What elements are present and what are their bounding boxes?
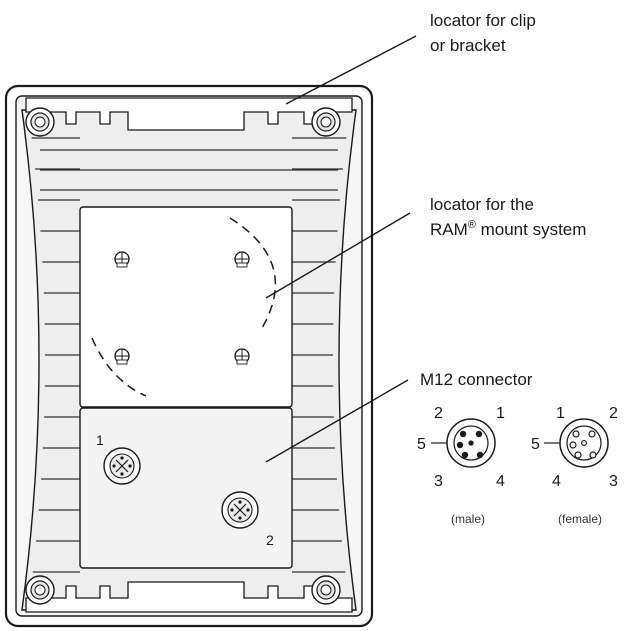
port-1-number: 1: [96, 432, 104, 448]
connector-plate: [79, 407, 293, 569]
label-ram-registered: ®: [468, 219, 476, 231]
male-pin-4: [476, 451, 484, 459]
male-pin-center: [468, 440, 474, 446]
female-connector-pinout: 1 2 5 4 3 (female): [531, 405, 618, 526]
female-pin-label-top-right: 2: [609, 405, 618, 422]
female-caption: (female): [558, 512, 602, 526]
male-pin-1: [475, 430, 483, 438]
corner-screw-bottom-right: [311, 575, 341, 605]
label-ram-suffix: mount system: [476, 220, 587, 239]
label-ram-line2: RAM® mount system: [430, 219, 586, 239]
female-pin-4: [574, 451, 582, 459]
ram-mount-plate: [79, 206, 293, 408]
leader-clip: [285, 35, 417, 105]
male-pin-label-left: 5: [417, 436, 426, 453]
male-connector-pinout: 2 1 5 3 4 (male): [417, 405, 505, 526]
male-pin-5: [456, 441, 464, 449]
male-pin-label-bottom-left: 3: [434, 473, 443, 490]
corner-screw-bottom-left: [25, 575, 55, 605]
female-pin-2: [588, 430, 596, 438]
label-m12: M12 connector: [420, 370, 533, 389]
plate-screw-2: [234, 251, 250, 268]
female-pin-3: [589, 451, 597, 459]
female-pin-center: [581, 440, 587, 446]
male-caption: (male): [451, 512, 485, 526]
female-pin-label-bottom-right: 3: [609, 473, 618, 490]
label-ram-line1: locator for the: [430, 195, 534, 214]
female-pin-label-bottom-left: 4: [552, 473, 561, 490]
corner-screw-top-left: [25, 107, 55, 137]
leader-m12: [265, 379, 409, 463]
female-pin-label-top-left: 1: [556, 405, 565, 422]
male-pin-label-bottom-right: 4: [496, 473, 505, 490]
housing-ribs: [31, 137, 347, 573]
device-port-1: [103, 447, 141, 485]
label-clip-line1: locator for clip: [430, 11, 536, 30]
female-pin-1: [572, 430, 580, 438]
female-pin-5: [569, 441, 577, 449]
port-2-number: 2: [266, 532, 274, 548]
male-pin-2: [459, 430, 467, 438]
label-ram-name: RAM: [430, 220, 468, 239]
rotation-arc-right: [229, 217, 277, 329]
male-pin-3: [461, 451, 469, 459]
rotation-arc-left: [91, 337, 147, 397]
plate-screw-4: [234, 348, 250, 365]
leader-ram: [265, 212, 411, 299]
female-pin-label-left: 5: [531, 436, 540, 453]
device-housing: 1 2: [4, 84, 374, 628]
device-port-2: [221, 491, 259, 529]
male-pin-label-top-left: 2: [434, 405, 443, 422]
label-clip-line2: or bracket: [430, 36, 506, 55]
plate-screw-1: [114, 251, 130, 268]
male-pin-label-top-right: 1: [496, 405, 505, 422]
corner-screw-top-right: [311, 107, 341, 137]
plate-screw-3: [114, 348, 130, 365]
